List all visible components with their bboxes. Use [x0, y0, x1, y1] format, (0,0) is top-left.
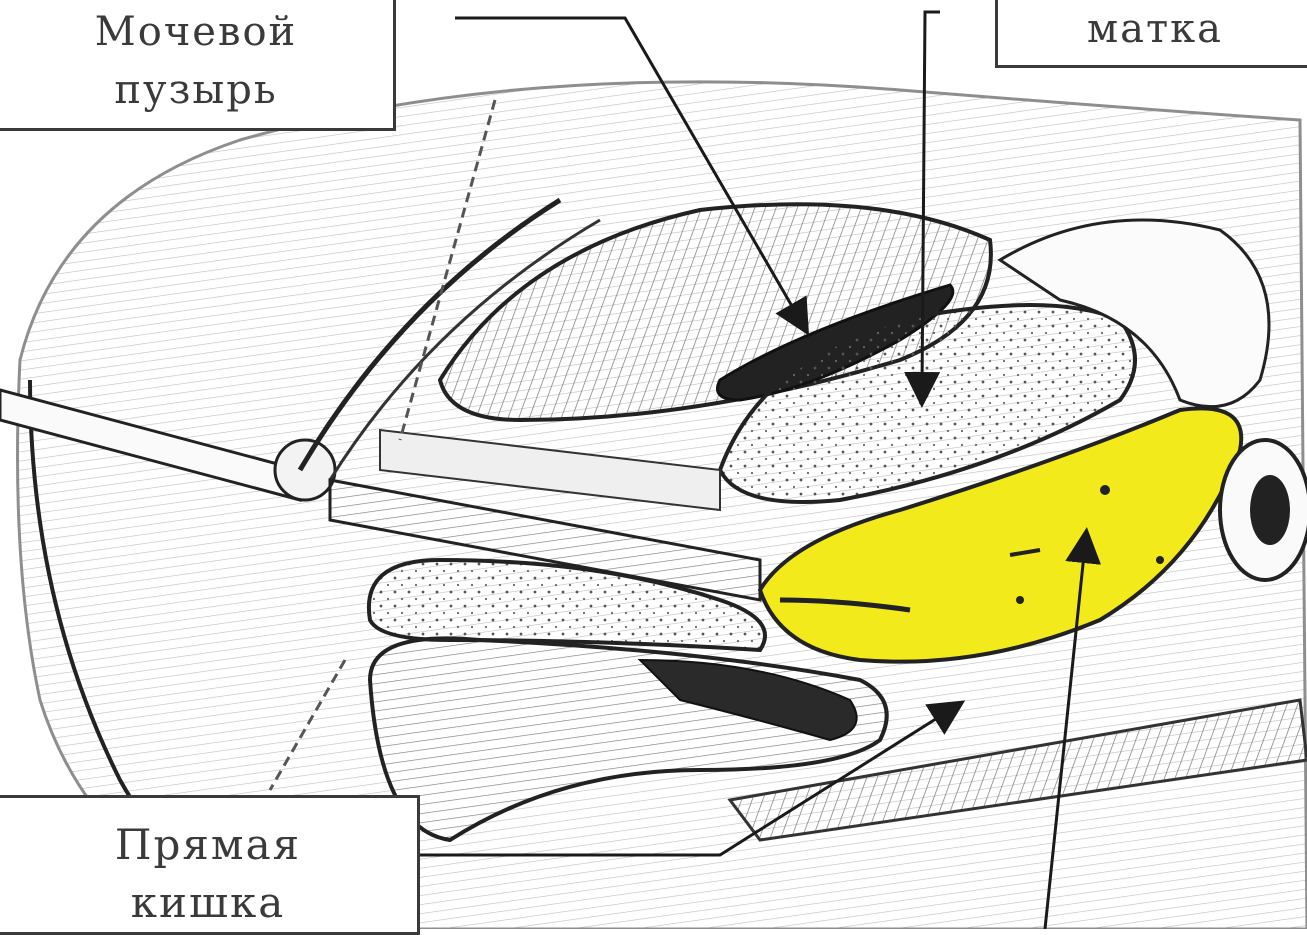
rectum-label-line2: кишка [0, 874, 417, 932]
bladder-label-line2: пузырь [0, 61, 393, 119]
rectum-label-box: Прямая кишка [0, 795, 420, 935]
bladder-label-box: Мочевой пузырь [0, 0, 396, 131]
uterus-label-box: матка [995, 0, 1307, 68]
uterus-label-line1: матка [998, 0, 1307, 59]
bladder-label-line1: Мочевой [0, 3, 393, 61]
rectum-label-line1: Прямая [0, 816, 417, 874]
